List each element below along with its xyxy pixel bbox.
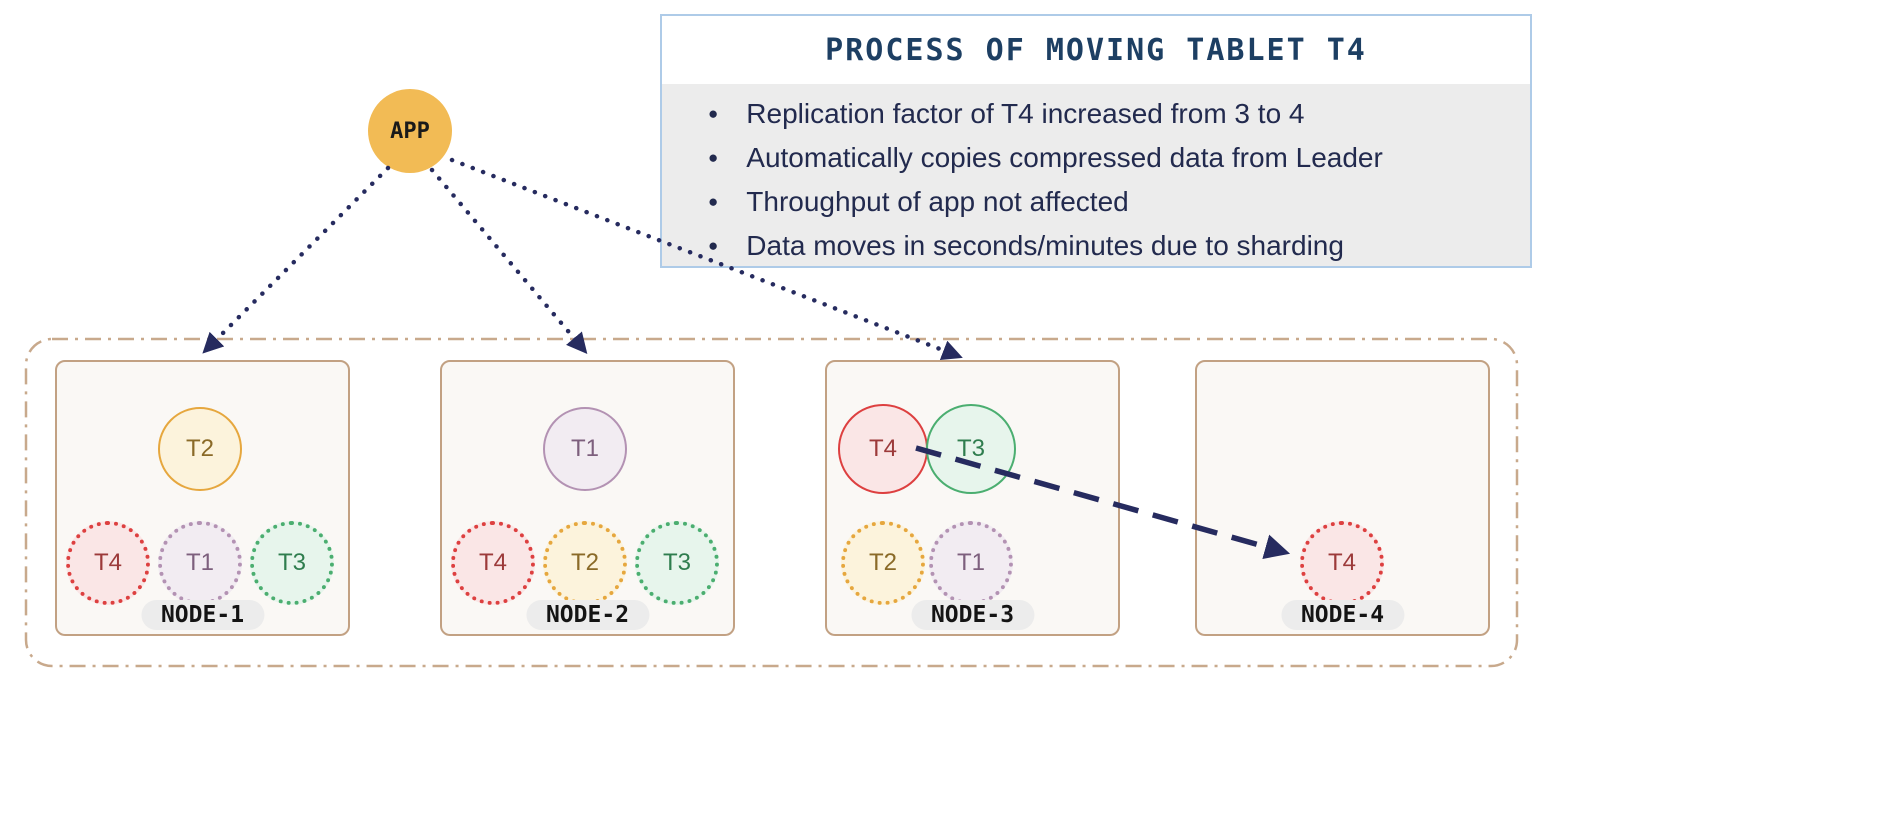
app-node: APP (368, 89, 452, 173)
tablet-t3-replica: T3 (926, 404, 1016, 494)
tablet-t4-shard: T4 (66, 521, 150, 605)
tablet-t2-shard: T2 (543, 521, 627, 605)
arrow-app-to-node2 (429, 167, 588, 354)
bullet-icon: ● (708, 104, 719, 123)
tablet-t3-shard: T3 (250, 521, 334, 605)
info-box-title: PROCESS OF MOVING TABLET T4 (662, 16, 1530, 84)
node-4-label: NODE-4 (1280, 600, 1405, 630)
tablet-t4-shard: T4 (451, 521, 535, 605)
tablet-t3-shard: T3 (635, 521, 719, 605)
info-box: PROCESS OF MOVING TABLET T4 ● Replicatio… (660, 14, 1532, 268)
bullet-icon: ● (708, 192, 719, 211)
node-2: T1 T4 T2 T3 NODE-2 (440, 360, 735, 636)
bullet-icon: ● (708, 236, 719, 255)
bullet-item: Data moves in seconds/minutes due to sha… (708, 224, 1514, 268)
tablet-t4-leader: T4 (838, 404, 928, 494)
bullet-text: Automatically copies compressed data fro… (746, 142, 1383, 173)
tablet-t4-moving-shard: T4 (1300, 521, 1384, 605)
bullet-item: ● Throughput of app not affected (708, 180, 1514, 224)
tablet-t2-replica: T2 (158, 407, 242, 491)
tablet-t1-replica: T1 (543, 407, 627, 491)
tablet-t1-shard: T1 (929, 521, 1013, 605)
arrow-app-to-node1 (202, 165, 391, 354)
info-bullet-list: ● Replication factor of T4 increased fro… (662, 84, 1530, 268)
bullet-item: ● Automatically copies compressed data f… (708, 136, 1514, 180)
bullet-item: ● Replication factor of T4 increased fro… (708, 92, 1514, 136)
node-1-label: NODE-1 (140, 600, 265, 630)
bullet-text: Throughput of app not affected (746, 186, 1129, 217)
node-1: T2 T4 T1 T3 NODE-1 (55, 360, 350, 636)
bullet-icon: ● (708, 148, 719, 167)
bullet-text: Data moves in seconds/minutes due to sha… (746, 230, 1344, 261)
node-3-label: NODE-3 (910, 600, 1035, 630)
node-2-label: NODE-2 (525, 600, 650, 630)
tablet-t1-shard: T1 (158, 521, 242, 605)
node-3: T4 T3 T2 T1 NODE-3 (825, 360, 1120, 636)
node-4: T4 NODE-4 (1195, 360, 1490, 636)
tablet-t2-shard: T2 (841, 521, 925, 605)
bullet-text: Replication factor of T4 increased from … (746, 98, 1305, 129)
